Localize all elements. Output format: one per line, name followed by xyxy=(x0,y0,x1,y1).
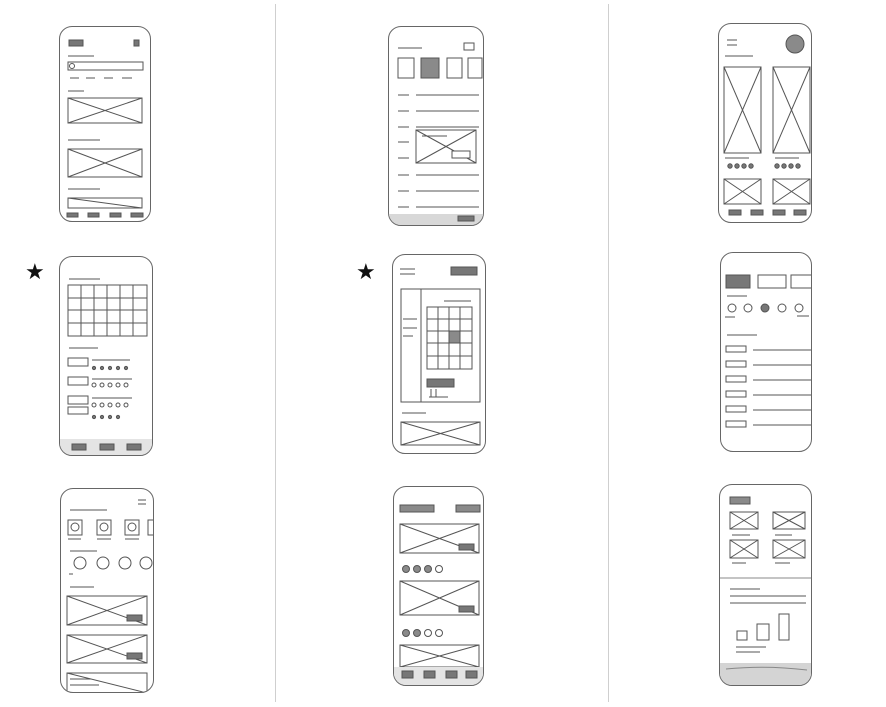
image-placeholder xyxy=(399,523,480,554)
calendar-grid xyxy=(426,306,473,370)
swatch-dots xyxy=(727,163,801,169)
swatch-dots xyxy=(402,629,443,637)
header-buttons xyxy=(399,504,481,513)
logo-block xyxy=(729,496,751,505)
confirm-button xyxy=(426,378,455,388)
step-circles xyxy=(73,556,153,570)
image-placeholder xyxy=(67,97,143,124)
wireframe-product-feed xyxy=(393,486,484,686)
wireframe-options-list xyxy=(720,252,812,452)
bottom-nav xyxy=(728,209,807,216)
image-placeholder xyxy=(772,511,806,530)
image-placeholder xyxy=(415,129,477,164)
booking-panel xyxy=(400,288,481,403)
logo-block xyxy=(68,39,84,47)
list-rows xyxy=(725,345,811,428)
calendar-grid xyxy=(67,284,148,337)
side-labels xyxy=(403,318,417,337)
text-lines xyxy=(730,588,806,604)
search-bar xyxy=(67,61,144,71)
mini-bars xyxy=(429,389,448,398)
field-rows xyxy=(398,94,479,128)
bar-chart xyxy=(736,613,790,641)
image-placeholder xyxy=(772,178,811,205)
column-divider-2 xyxy=(608,4,609,702)
wireframe-profile-grid xyxy=(718,23,812,223)
thumbnail-row xyxy=(397,57,483,79)
category-icons xyxy=(67,519,153,540)
star-marker-2: ★ xyxy=(356,260,376,285)
bottom-nav xyxy=(71,443,142,451)
wireframe-form-list xyxy=(388,26,484,226)
wireframe-booking-calendar xyxy=(392,254,486,454)
avatar xyxy=(785,34,805,54)
image-placeholder xyxy=(66,595,148,626)
image-placeholder xyxy=(67,148,143,178)
wireframe-calendar-schedule xyxy=(59,256,153,456)
star-marker-1: ★ xyxy=(25,260,45,285)
wireframe-search-feed xyxy=(59,26,151,222)
column-divider-1 xyxy=(275,4,276,702)
wireframe-categories-steps xyxy=(60,488,154,693)
image-placeholder xyxy=(772,66,811,154)
field-rows xyxy=(398,141,479,208)
bottom-nav xyxy=(66,212,144,218)
segment-tabs xyxy=(725,274,811,289)
image-placeholder xyxy=(729,539,759,559)
image-placeholder xyxy=(723,178,762,205)
bottom-nav xyxy=(401,670,478,679)
image-placeholder xyxy=(772,539,806,559)
hamburger-icon xyxy=(133,39,140,47)
image-placeholder xyxy=(400,421,481,446)
event-item xyxy=(67,395,132,420)
option-circles xyxy=(727,303,804,313)
event-item xyxy=(67,376,132,388)
swatch-dots xyxy=(402,565,443,573)
image-placeholder xyxy=(399,580,480,616)
image-placeholder xyxy=(723,66,762,154)
event-item xyxy=(67,357,130,371)
image-placeholder xyxy=(66,634,148,664)
wireframe-stats-dashboard xyxy=(719,484,812,686)
image-placeholder xyxy=(729,511,759,530)
header-button xyxy=(450,266,478,276)
